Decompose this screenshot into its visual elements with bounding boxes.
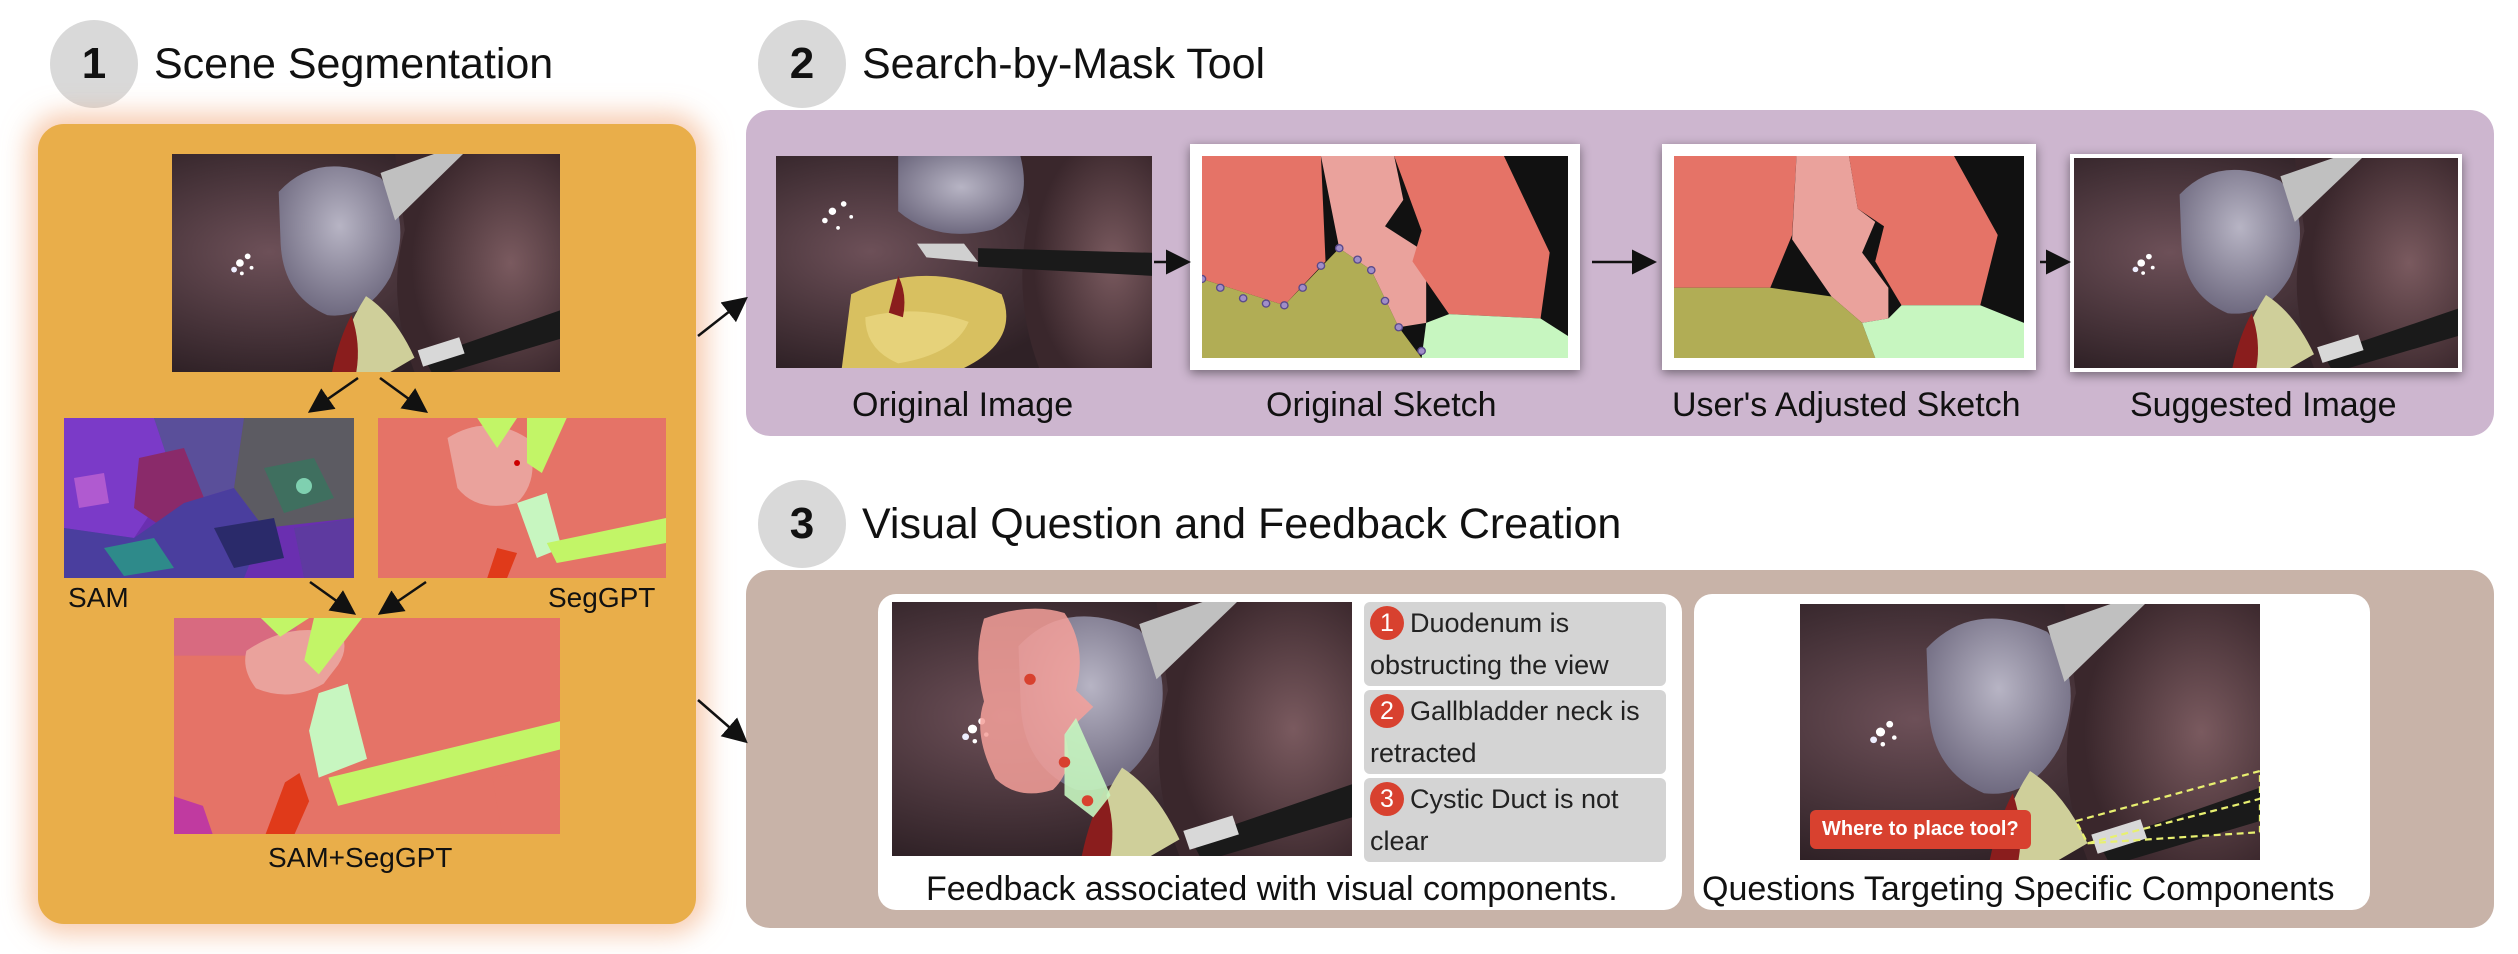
arrow-down-icon [309, 580, 357, 615]
seggpt-segmentation-image [378, 418, 666, 578]
question-image [1800, 604, 2260, 860]
sam-seggpt-label: SAM+SegGPT [268, 842, 453, 873]
feedback-text-1: Duodenum is obstructing the view [1370, 608, 1609, 680]
combined-segmentation-image [174, 618, 560, 834]
step-1-number: 1 [50, 20, 138, 108]
suggested-image-caption: Suggested Image [2130, 386, 2397, 424]
question-caption: Questions Targeting Specific Components [1702, 870, 2335, 908]
feedback-image [892, 602, 1352, 856]
seggpt-label: SegGPT [548, 582, 656, 613]
step-1-title: Scene Segmentation [154, 40, 554, 88]
feedback-caption: Feedback associated with visual componen… [926, 870, 1618, 908]
feedback-number-1: 1 [1370, 605, 1404, 640]
feedback-text-3: Cystic Duct is not clear [1370, 784, 1619, 856]
arrow-down-icon [307, 376, 359, 413]
step-3-title: Visual Question and Feedback Creation [862, 500, 1622, 548]
feedback-text-2: Gallbladder neck is retracted [1370, 696, 1640, 768]
arrow-down-icon [379, 376, 429, 413]
sam-segmentation-image [64, 418, 354, 578]
question-badge: Where to place tool? [1810, 810, 2031, 849]
step-2-title: Search-by-Mask Tool [862, 40, 1266, 88]
feedback-number-3: 3 [1370, 781, 1404, 816]
step-2-number: 2 [758, 20, 846, 108]
original-sketch-caption: Original Sketch [1266, 386, 1497, 424]
original-sketch-image [1202, 156, 1568, 358]
sam-label: SAM [68, 582, 129, 613]
arrow-right-icon [697, 699, 748, 744]
arrow-down-icon [377, 580, 427, 615]
arrow-right-icon [697, 296, 748, 337]
adjusted-sketch-caption: User's Adjusted Sketch [1672, 386, 2021, 424]
feedback-number-2: 2 [1370, 693, 1404, 728]
step-3-number: 3 [758, 480, 846, 568]
original-image-caption: Original Image [852, 386, 1074, 424]
